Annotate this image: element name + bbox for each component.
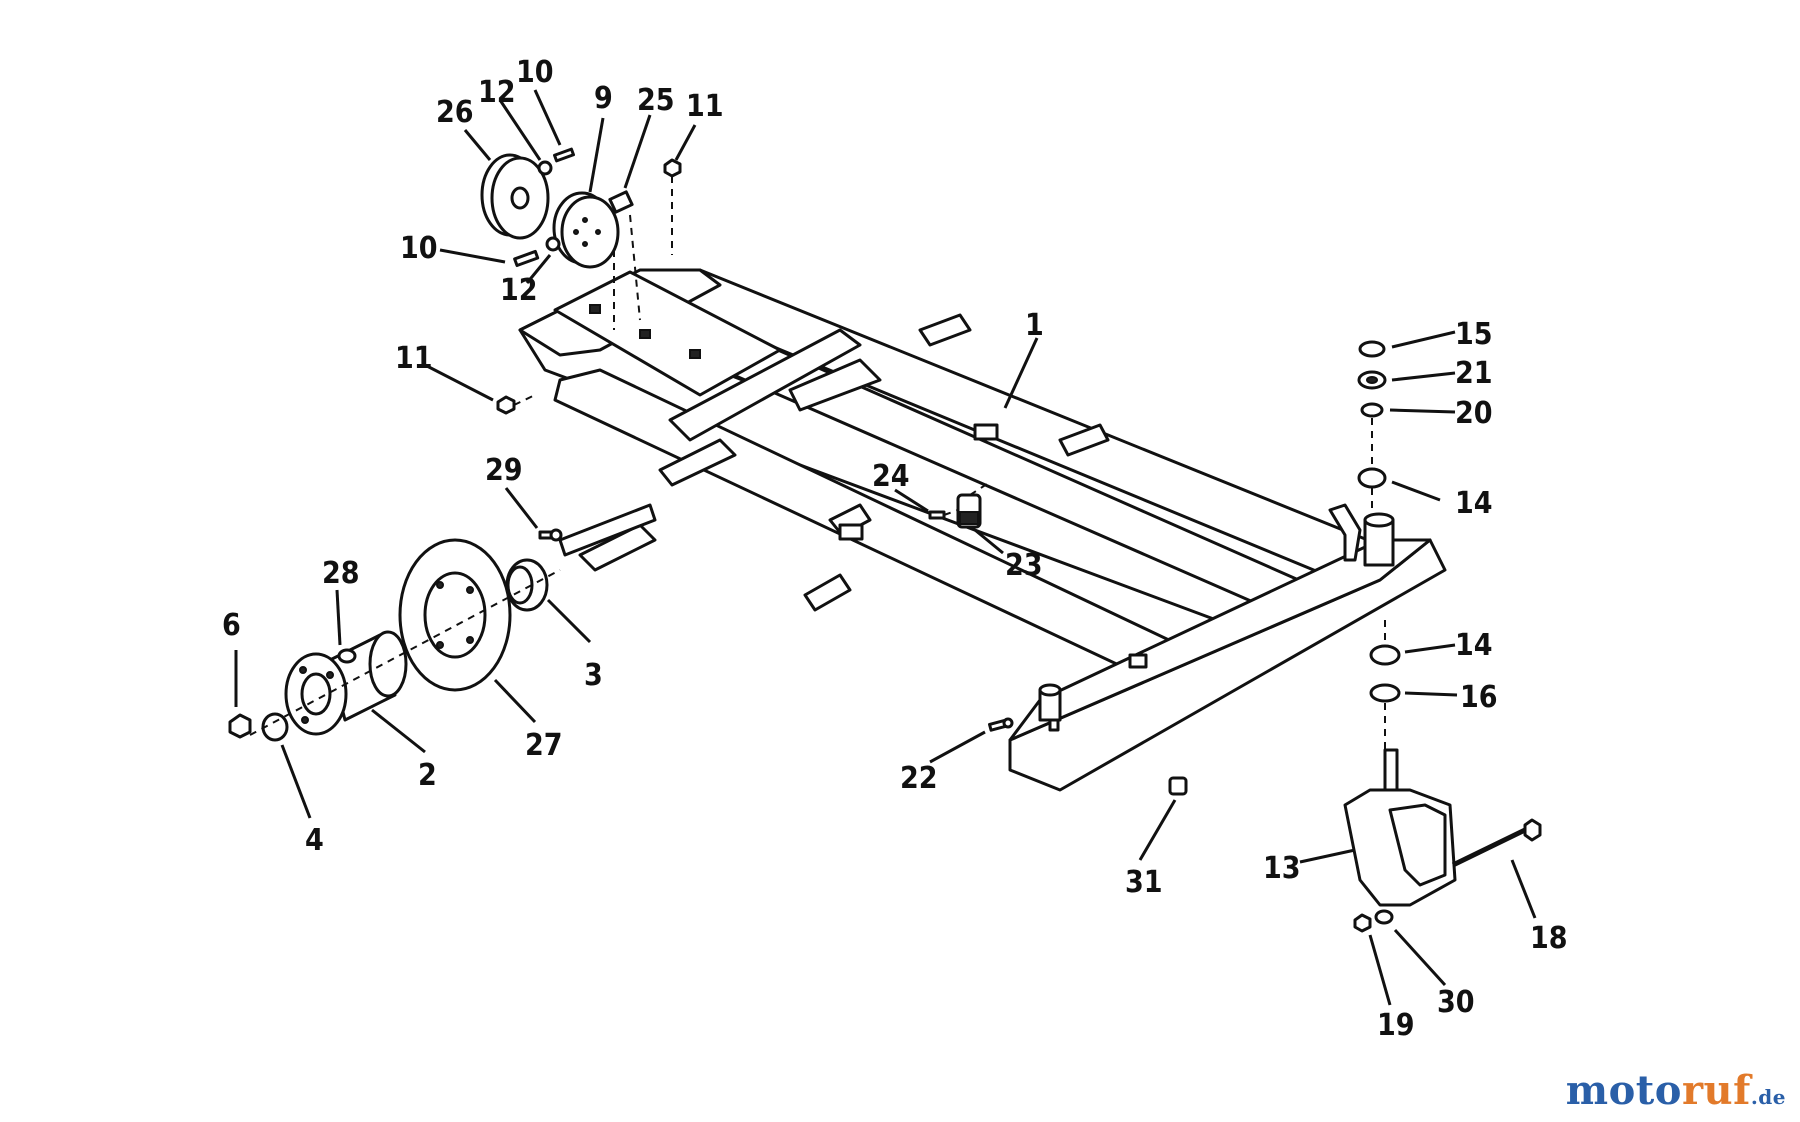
callout-28: 28: [322, 556, 360, 591]
callout-12a: 12: [478, 75, 516, 110]
callout-11a: 11: [686, 89, 724, 124]
callout-14a: 14: [1455, 486, 1493, 521]
callout-27: 27: [525, 728, 563, 763]
callout-19: 19: [1377, 1008, 1415, 1043]
callout-9: 9: [594, 81, 613, 116]
callout-29: 29: [485, 453, 523, 488]
callout-3: 3: [584, 658, 603, 693]
main-frame: [518, 268, 1447, 792]
callout-13: 13: [1263, 851, 1301, 886]
sprocket: [398, 538, 512, 692]
callout-23: 23: [1005, 548, 1043, 583]
axle-assembly: [228, 503, 657, 742]
callout-30: 30: [1437, 985, 1475, 1020]
watermark-logo: motoruf.de: [1565, 1067, 1786, 1114]
callout-21: 21: [1455, 356, 1493, 391]
pulley-assembly: [480, 147, 682, 415]
callout-16: 16: [1460, 680, 1498, 715]
callout-10b: 10: [400, 231, 438, 266]
callout-10a: 10: [516, 55, 554, 90]
callout-25: 25: [637, 83, 675, 118]
callout-20: 20: [1455, 396, 1493, 431]
callout-22: 22: [900, 761, 938, 796]
pulley-9: [552, 191, 620, 269]
callout-4: 4: [305, 823, 324, 858]
leader-lines: [234, 89, 1537, 1006]
front-spindle-stack: [1357, 340, 1401, 750]
latch-assembly: [928, 481, 991, 529]
small-hardware: [988, 717, 1188, 796]
callout-31: 31: [1125, 865, 1163, 900]
callout-24: 24: [872, 459, 910, 494]
callout-14b: 14: [1455, 628, 1493, 663]
callout-12b: 12: [500, 273, 538, 308]
spindle-bracket: [1343, 748, 1542, 933]
callout-15: 15: [1455, 317, 1493, 352]
callout-11b: 11: [395, 341, 433, 376]
callout-1: 1: [1025, 308, 1044, 343]
pulley-26: [480, 153, 550, 240]
callout-2: 2: [418, 758, 437, 793]
callout-6: 6: [222, 608, 241, 643]
callout-26: 26: [436, 95, 474, 130]
callout-labels: 1 2 3 4 6 9 10 10 11 11 12 12 13 14 14 1…: [222, 55, 1568, 1043]
callout-18: 18: [1530, 921, 1568, 956]
